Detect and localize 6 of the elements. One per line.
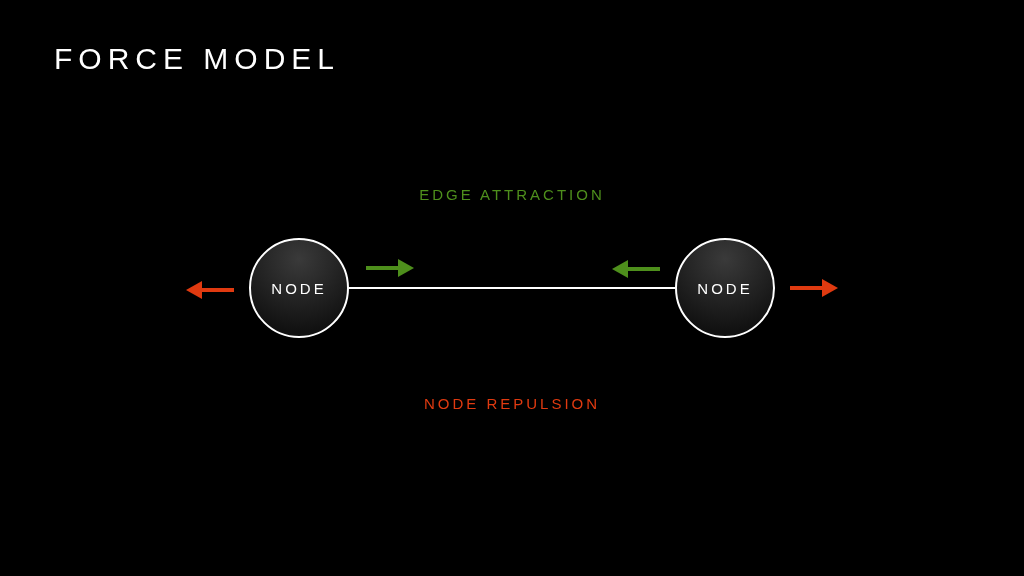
- node-label: NODE: [271, 279, 327, 297]
- force-label: EDGE ATTRACTION: [419, 186, 605, 203]
- force-label: NODE REPULSION: [423, 395, 601, 412]
- slide-title: FORCE MODEL: [54, 42, 341, 76]
- node-label: NODE: [697, 279, 753, 297]
- connector-line: [348, 287, 676, 289]
